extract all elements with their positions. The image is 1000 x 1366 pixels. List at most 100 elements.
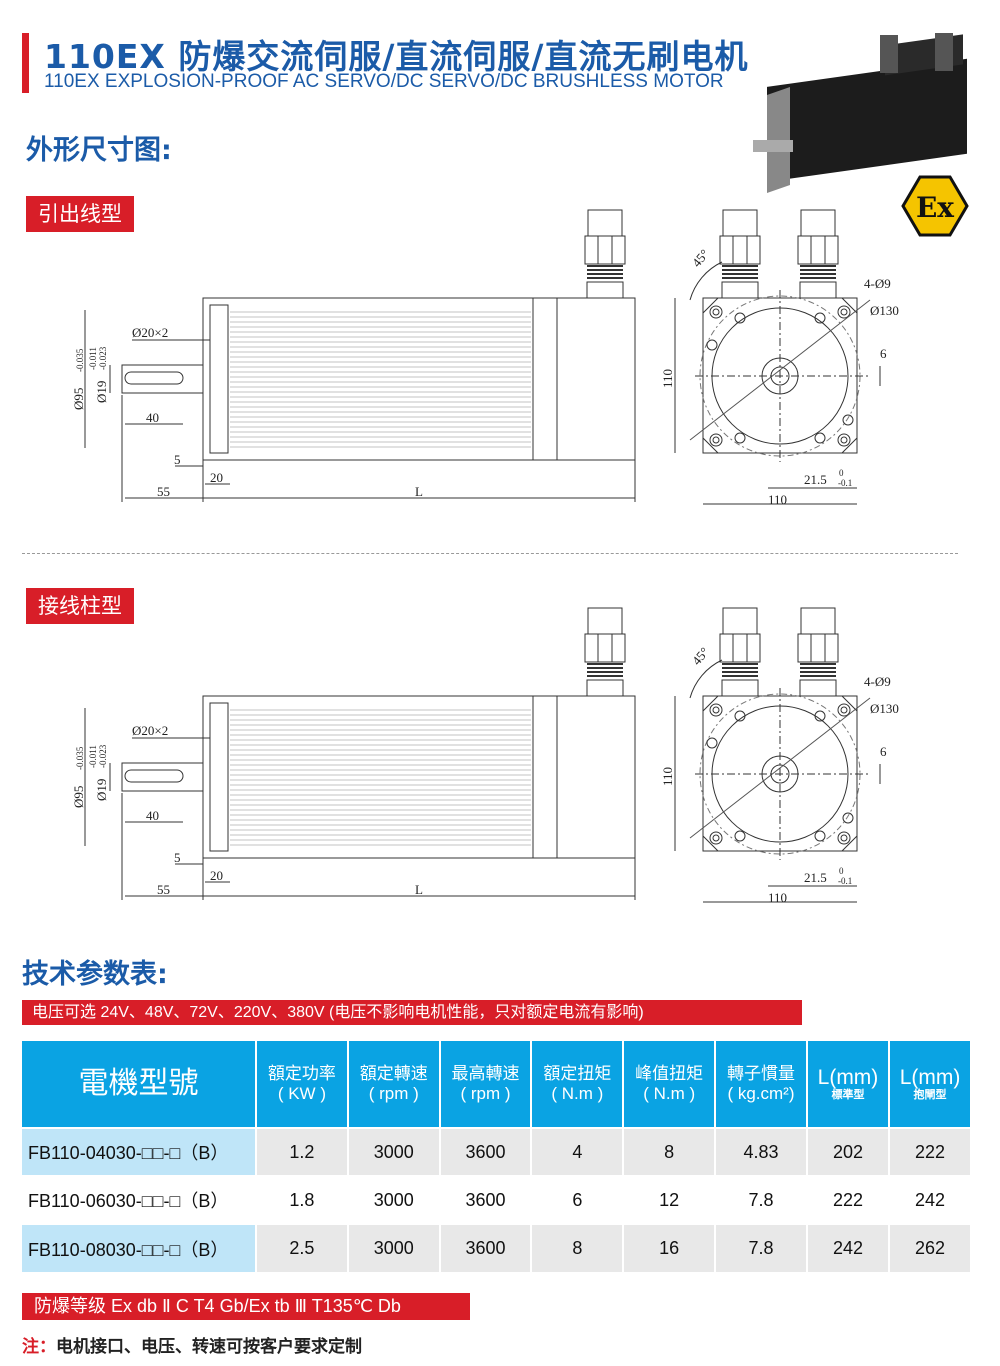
dim-label-width: 110 [768,492,787,507]
explosion-proof-rating: 防爆等级 Ex db Ⅱ C T4 Gb/Ex tb Ⅲ T135℃ Db [22,1293,470,1320]
table-cell: 1.8 [255,1175,348,1224]
angle-arc [689,659,723,699]
title-accent-bar [22,33,29,93]
table-cell: 8 [530,1223,624,1272]
dim-label-pcd: Ø130 [870,303,899,318]
table-cell: FB110-08030-□□-□（B） [22,1223,256,1272]
dim-label-key-width: 6 [880,346,887,361]
col-peak-torque: 峰值扭矩( N.m ) [622,1041,716,1128]
table-cell: 242 [888,1175,970,1224]
dim-label-shaft-key: Ø20×2 [132,325,168,340]
dim-label-flange-tol: -0.035 [75,746,85,770]
screw [734,830,746,842]
mount-hole-inner [840,308,848,316]
table-cell: 12 [622,1175,716,1224]
dim-label-shaft-tol-upper: -0.011 [88,347,98,370]
dim-label-front: 55 [157,882,170,897]
dim-label-flange-tol: -0.035 [75,348,85,372]
dim-label-key-tol: -0.1 [838,478,852,488]
screw [706,339,718,351]
table-cell: 7.8 [714,1175,807,1224]
gland-nut [587,607,623,635]
dim-label-pcd: Ø130 [870,701,899,716]
table-cell: FB110-06030-□□-□（B） [22,1175,256,1224]
dim-label-holes: 4-Ø9 [864,276,891,291]
col-rated-torque: 額定扭矩( N.m ) [530,1041,624,1128]
table-cell: 3600 [438,1175,532,1224]
table-cell: 16 [622,1223,716,1272]
dim-label-shaft-tol: -0.023 [98,346,108,370]
dim-label-key-tol-upper: 0 [839,468,844,478]
table-cell: 242 [805,1223,890,1272]
dim-label-step: 5 [174,452,181,467]
front-flange [209,304,229,454]
mount-hole-inner [712,308,720,316]
col-rated-power: 額定功率( KW ) [255,1041,348,1128]
dim-label-shaft-length: 40 [146,410,159,425]
screw [842,812,854,824]
mount-hole [837,831,851,845]
table-cell: 8 [622,1127,716,1176]
dim-label-height: 110 [660,369,675,388]
table-cell: 222 [805,1175,890,1224]
mount-hole-inner [712,834,720,842]
gland-nut [722,209,758,237]
shaft-key [124,769,184,783]
gland-base [721,679,759,697]
table-cell: 2.5 [255,1223,348,1272]
dim-label-angle: 45° [689,644,712,668]
gland-hex [584,633,626,663]
mount-hole-inner [840,706,848,714]
dim-label-shaft-dia: Ø19 [94,381,109,403]
shaft [121,762,204,792]
col-length-standard: L(mm)標準型 [805,1041,890,1128]
dimensions-heading: 外形尺寸图: [26,135,172,166]
dim-label-flange-dia: Ø95 [71,388,86,410]
gland-hex [797,633,839,663]
table-header-row: 電機型號 額定功率( KW ) 額定轉速( rpm ) 最高轉速( rpm ) … [22,1041,970,1128]
variant-label-terminal-post: 接线柱型 [26,588,134,624]
screw [814,710,826,722]
dim-label-key-height: 21.5 [804,870,827,885]
svg-text:Ex: Ex [916,191,954,224]
mount-hole-inner [712,436,720,444]
gland-hex [584,235,626,265]
gland-hex [797,235,839,265]
mount-hole [837,433,851,447]
specs-heading: 技术参数表: [22,959,168,990]
gland-nut [587,209,623,237]
mount-hole-inner [712,706,720,714]
col-rated-speed: 額定轉速( rpm ) [346,1041,440,1128]
dim-label-step: 5 [174,850,181,865]
dim-label-key-height: 21.5 [804,472,827,487]
page-subtitle: 110EX EXPLOSION-PROOF AC SERVO/DC SERVO/… [44,71,724,92]
front-flange [209,702,229,852]
screw [842,414,854,426]
dim-label-length: L [415,882,423,897]
table-cell: 262 [888,1223,970,1272]
mount-hole [709,703,723,717]
screw [814,830,826,842]
chamfer [702,297,858,454]
dim-label-width: 110 [768,890,787,905]
section-divider [22,553,958,554]
dim-label-height: 110 [660,767,675,786]
shaft [121,364,204,394]
gland-base [721,281,759,299]
dim-label-shaft-dia: Ø19 [94,779,109,801]
dim-label-key-tol-upper: 0 [839,866,844,876]
angle-arc [689,261,723,301]
spec-table: 電機型號 額定功率( KW ) 額定轉速( rpm ) 最高轉速( rpm ) … [22,1041,970,1272]
dim-label-front: 55 [157,484,170,499]
gland-base [586,281,624,299]
mount-hole [709,305,723,319]
table-cell: 4.83 [714,1127,807,1176]
dim-label-flange-thickness: 20 [210,470,223,485]
dim-label-flange-dia: Ø95 [71,786,86,808]
ex-badge-icon [901,175,969,237]
dim-label-key-tol: -0.1 [838,876,852,886]
mount-hole-inner [840,436,848,444]
